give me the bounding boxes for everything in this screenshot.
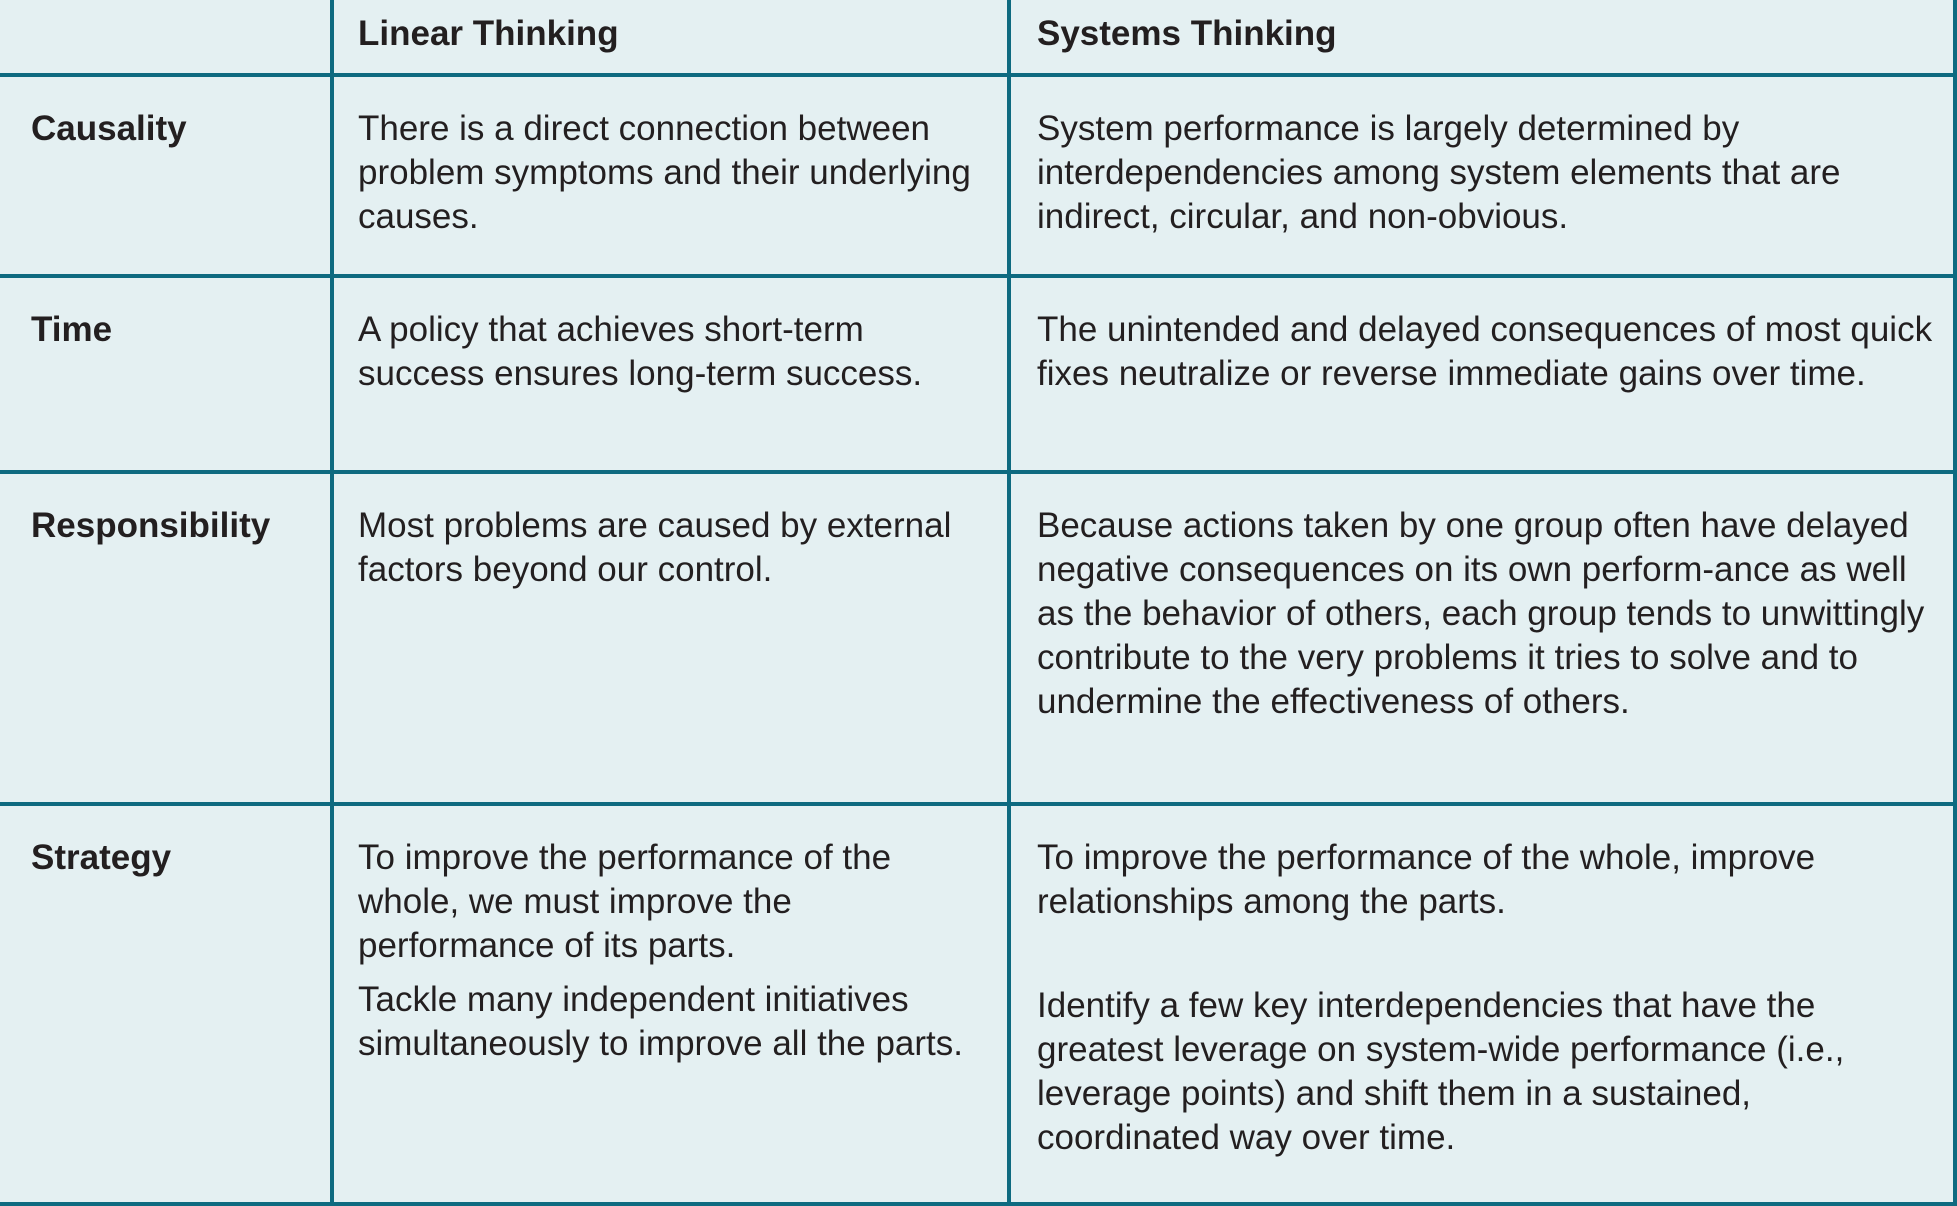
causality-linear-cell: There is a direct connection between pro… — [330, 73, 1007, 274]
causality-systems-text: System performance is largely determined… — [1037, 109, 1841, 236]
strategy-linear-text-1: To improve the performance of the whole,… — [358, 838, 892, 965]
header-empty-cell — [0, 0, 330, 73]
causality-linear-text: There is a direct connection between pro… — [358, 109, 971, 236]
strategy-linear-text-2: Tackle many independent initiatives simu… — [358, 980, 963, 1063]
time-linear-text: A policy that achieves short-term succes… — [358, 310, 923, 393]
time-linear-cell: A policy that achieves short-term succes… — [330, 274, 1007, 470]
strategy-systems-cell: To improve the performance of the whole,… — [1007, 802, 1953, 1203]
header-linear-thinking: Linear Thinking — [330, 0, 1007, 73]
responsibility-linear-text: Most problems are caused by external fac… — [358, 506, 952, 589]
row-label-causality: Causality — [0, 73, 330, 274]
causality-systems-cell: System performance is largely determined… — [1007, 73, 1953, 274]
row-label-responsibility: Responsibility — [0, 470, 330, 802]
strategy-systems-text-1: To improve the performance of the whole,… — [1037, 838, 1816, 921]
row-label-time: Time — [0, 274, 330, 470]
responsibility-systems-cell: Because actions taken by one group often… — [1007, 470, 1953, 802]
time-systems-cell: The unintended and delayed consequences … — [1007, 274, 1953, 470]
responsibility-linear-cell: Most problems are caused by external fac… — [330, 470, 1007, 802]
strategy-linear-cell: To improve the performance of the whole,… — [330, 802, 1007, 1203]
responsibility-systems-text: Because actions taken by one group often… — [1037, 506, 1925, 721]
row-label-strategy: Strategy — [0, 802, 330, 1203]
time-systems-text: The unintended and delayed consequences … — [1037, 310, 1933, 393]
strategy-systems-text-2: Identify a few key interdependencies tha… — [1037, 986, 1845, 1157]
header-systems-thinking: Systems Thinking — [1007, 0, 1953, 73]
